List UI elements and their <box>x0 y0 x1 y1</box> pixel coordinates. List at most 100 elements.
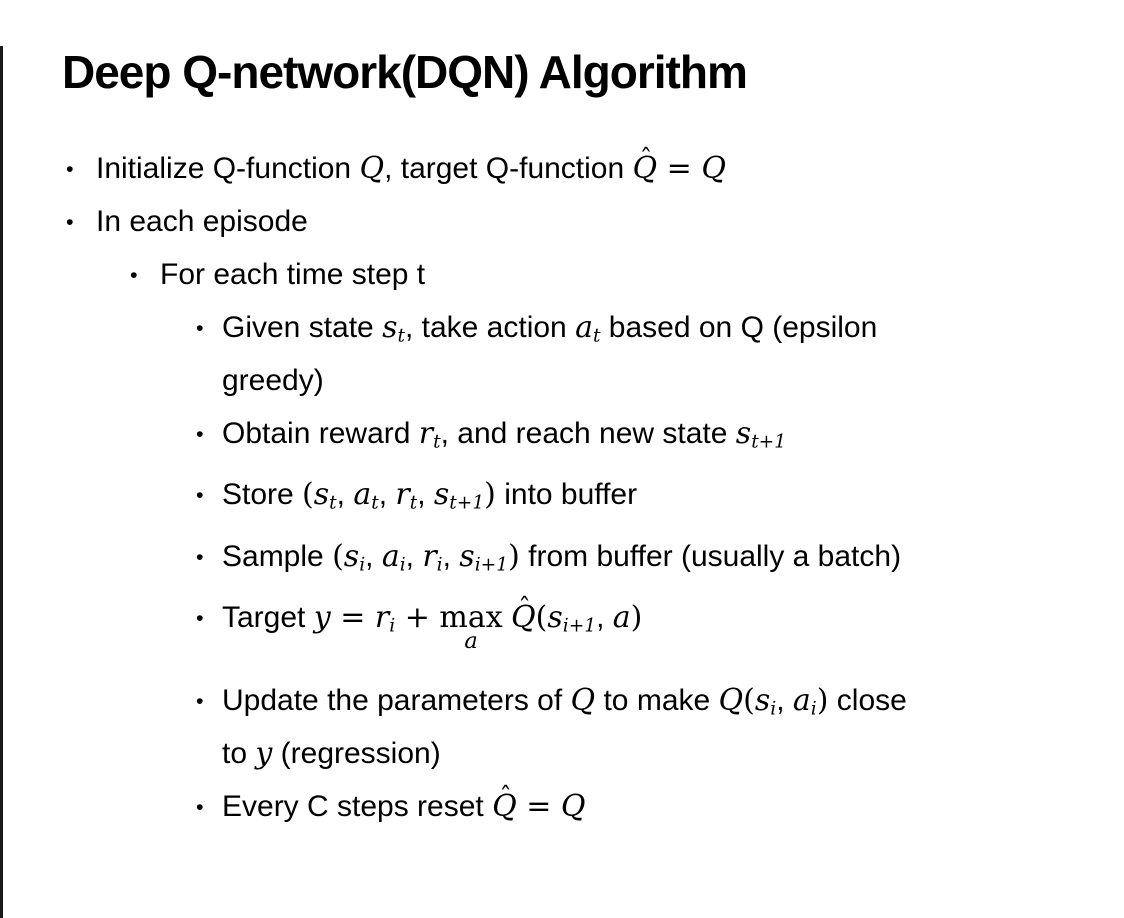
math-subscript: t <box>433 431 441 453</box>
text-run: , <box>442 539 460 573</box>
math-subscript: i <box>810 698 817 720</box>
text-run: Update the parameters of <box>222 684 571 718</box>
text-run: Given state <box>222 310 383 344</box>
bullet-item: •Given state st, take action at based on… <box>0 306 1124 403</box>
math-subscript: t <box>592 325 601 347</box>
text-run: , <box>365 539 382 573</box>
math-var: ai <box>792 683 817 720</box>
bullet-marker: • <box>196 420 204 446</box>
math-subscript: t+1 <box>449 492 485 514</box>
hat-icon: ˆ <box>518 593 531 624</box>
text-run: close <box>828 684 907 718</box>
text-run: , <box>417 478 434 512</box>
math-op: = <box>657 150 702 186</box>
math-subscript: t+1 <box>751 431 787 453</box>
math-var: y <box>255 735 273 771</box>
math-op: ) <box>484 477 496 513</box>
text-run: Sample <box>222 539 333 573</box>
math-var: at <box>353 477 379 514</box>
bullet-text: In each episode <box>96 200 308 244</box>
math-var: si+1 <box>459 538 509 576</box>
bullet-marker: • <box>130 261 138 287</box>
math-op: ( <box>535 600 548 636</box>
text-run: , target Q-function <box>384 151 633 185</box>
bullet-marker: • <box>196 605 204 631</box>
text-run: Store <box>222 478 303 512</box>
math-op: ( <box>332 538 344 574</box>
math-subscript: t <box>409 492 418 514</box>
text-run: to <box>222 736 256 770</box>
text-run: , <box>405 539 423 573</box>
math-var: Q <box>701 150 726 186</box>
math-var: st+1 <box>433 477 485 514</box>
math-op: ( <box>302 477 314 513</box>
text-run: , take action <box>404 310 576 344</box>
slide-root: Deep Q-network(DQN) Algorithm •Initializ… <box>0 46 1124 918</box>
text-run: , <box>596 601 613 635</box>
bullet-text: Given state st, take action at based on … <box>222 306 877 403</box>
hat-icon: ˆ <box>639 143 653 174</box>
math-op: ( <box>743 683 755 719</box>
math-var: rt <box>395 477 418 514</box>
bullet-text: For each time step t <box>160 253 425 297</box>
bullet-text: Initialize Q-function Q, target Q-functi… <box>96 144 726 191</box>
math-subscript: t <box>371 492 379 514</box>
math-var: rt <box>418 415 441 453</box>
math-subscript: t <box>397 325 405 347</box>
bullet-text: Sample (si, ai, ri, si+1) from buffer (u… <box>222 535 901 588</box>
math-var: ri <box>422 538 443 576</box>
text-run: In each episode <box>96 204 308 238</box>
math-subscript: i <box>436 554 443 576</box>
math-var: si+1 <box>547 600 597 638</box>
math-op: = <box>330 600 375 636</box>
bullet-marker: • <box>66 155 74 181</box>
text-run: greedy) <box>222 363 324 397</box>
bullet-item: • Store (st, at, rt, st+1) into buffer <box>0 473 1124 526</box>
math-subscript: i+1 <box>474 554 509 576</box>
bullet-item: • Initialize Q-function Q, target Q-funct… <box>0 144 1124 191</box>
math-var: Q <box>718 683 744 719</box>
math-subscript: t <box>329 492 337 514</box>
text-run: based on Q (epsilon <box>600 310 878 344</box>
bullet-text: Obtain reward rt, and reach new state st… <box>222 412 786 465</box>
bullet-marker: • <box>196 543 204 569</box>
math-op: ) <box>816 683 829 719</box>
math-var: a <box>612 600 631 636</box>
bullet-item: •In each episode <box>0 200 1124 244</box>
text-run: For each time step t <box>160 257 426 291</box>
math-op: ) <box>508 538 520 574</box>
bullet-marker: • <box>196 688 204 714</box>
text-run: Target <box>222 601 314 635</box>
text-run: to make <box>595 684 719 718</box>
text-run: , and reach new state <box>440 416 736 450</box>
text-run: from buffer (usually a batch) <box>519 539 902 573</box>
math-var: ri <box>374 600 396 638</box>
bullet-list: • Initialize Q-function Q, target Q-funct… <box>0 144 1124 829</box>
math-var: y <box>313 600 331 636</box>
text-run: Obtain reward <box>222 416 419 450</box>
math-op: ) <box>630 600 643 636</box>
text-run: , <box>378 478 396 512</box>
math-op: + <box>395 600 440 636</box>
text-run: Every C steps reset <box>222 789 493 823</box>
math-var: si <box>343 538 366 576</box>
math-var: Q <box>560 788 586 824</box>
math-subscript: i <box>359 554 366 576</box>
bullet-text: Store (st, at, rt, st+1) into buffer <box>222 473 637 526</box>
max-label: max <box>439 600 503 636</box>
math-var: at <box>575 309 601 347</box>
bullet-item: • Sample (si, ai, ri, si+1) from buffer (… <box>0 535 1124 588</box>
math-var: Q <box>570 683 596 719</box>
bullet-marker: • <box>196 482 204 508</box>
bullet-item: • Update the parameters of Q to make Q(si… <box>0 679 1124 776</box>
text-run: , <box>336 478 354 512</box>
bullet-text: Update the parameters of Q to make Q(si,… <box>222 679 907 776</box>
